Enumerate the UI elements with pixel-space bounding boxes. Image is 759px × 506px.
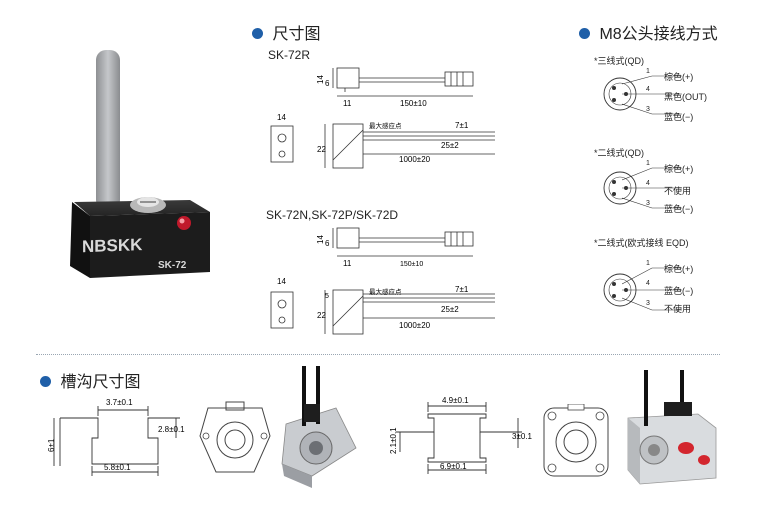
sensor-body-front [70,202,90,278]
slot1-bottom: 5.8±0.1 [104,463,131,472]
slot1-profile: 3.7±0.1 6±1 2.8±0.1 5.8±0.1 [47,398,185,476]
slot2-profile: 4.9±0.1 2.1±0.1 3±0.1 6.9±0.1 [389,396,533,474]
dim-22: 22 [317,311,326,320]
dim-14-side: 14 [277,277,286,286]
drawing-sk72n: 14 6 11 150±10 14 5 最大感应点 7±1 25±2 22 10… [270,227,495,335]
brand-label: NBSKK [82,235,143,256]
dim-14: 14 [316,75,325,84]
heading-bullet [252,28,263,39]
slot1-section [199,401,271,473]
slot1-top: 3.7±0.1 [106,398,133,407]
wiring-three-wire-qd: *三线式(QD) 1 棕色(+) 4 黑色(OUT) 3 蓝色(−) [594,54,744,130]
wiring-title: *二线式(QD) [594,148,644,158]
pin-label: 棕色(+) [664,72,694,82]
dim-22: 22 [317,145,326,154]
dim-14: 14 [316,235,325,244]
dim-5: 5 [325,293,329,300]
heading-bullet [40,376,51,387]
pin-label: 棕色(+) [664,164,694,174]
heading-slot-size: 槽沟尺寸图 [40,368,140,392]
pin-num: 4 [646,180,650,187]
pin-label: 蓝色(−) [664,204,694,214]
pin-num: 4 [646,86,650,93]
pin-num: 1 [646,260,650,267]
pin-label: 黑色(OUT) [664,92,707,102]
led-indicator [177,216,191,230]
heading-slot-size-text: 槽沟尺寸图 [60,374,141,391]
heading-m8-wiring: M8公头接线方式 [579,20,718,44]
slot2-cylinder-photo [627,370,717,485]
pin-num: 3 [646,200,650,207]
slot2-height: 2.1±0.1 [389,427,398,454]
heading-bullet [579,28,590,39]
dim-7: 7±1 [455,121,469,130]
dim-150: 150±10 [400,261,423,268]
product-photo: NBSKK SK-72 [70,50,210,278]
pin-num: 1 [646,68,650,75]
wiring-title: *三线式(QD) [594,56,644,66]
pin-label: 蓝色(−) [664,112,694,122]
section-divider [36,354,720,355]
pin-num: 4 [646,280,650,287]
dim-14-side: 14 [277,113,286,122]
dim-6: 6 [325,239,330,248]
dim-max-sense: 最大感应点 [369,121,402,130]
pin-label: 不使用 [664,186,692,196]
pin-num: 1 [646,160,650,167]
slot2-top: 4.9±0.1 [442,396,469,405]
slot2-bottom: 6.9±0.1 [440,462,467,471]
heading-size-chart-text: 尺寸图 [272,26,321,43]
wiring-two-wire-qd: *二线式(QD) 1 棕色(+) 4 不使用 3 蓝色(−) [594,146,744,222]
dim-1000: 1000±20 [399,321,431,330]
pin-label: 蓝色(−) [664,286,694,296]
dim-25: 25±2 [441,141,459,150]
pin-label: 棕色(+) [664,264,694,274]
heading-m8-wiring-text: M8公头接线方式 [599,26,718,43]
pin-label: 不使用 [664,304,692,314]
sensor-cable [96,50,120,210]
model-label: SK-72 [158,260,187,271]
dim-1000: 1000±20 [399,155,431,164]
drawing-sk72r: 14 6 11 150±10 14 最大感应点 7±1 25±2 22 1000… [270,67,495,169]
dim-6: 6 [325,79,330,88]
heading-size-chart: 尺寸图 [252,20,320,44]
dim-11: 11 [343,99,352,108]
wiring-title: *二线式(欧式接线 EQD) [594,238,689,248]
dim-150: 150±10 [400,99,427,108]
dim-11: 11 [343,259,352,268]
model-label-sk72r: SK-72R [268,48,311,62]
pin-num: 3 [646,300,650,307]
dim-7: 7±1 [455,285,469,294]
slot2-depth: 3±0.1 [512,432,533,441]
model-label-sk72n: SK-72N,SK-72P/SK-72D [266,208,399,222]
pin-num: 3 [646,106,650,113]
wiring-two-wire-eqd: *二线式(欧式接线 EQD) 1 棕色(+) 4 蓝色(−) 3 不使用 [594,236,744,316]
slot1-cylinder-photo [281,366,357,488]
slot1-depth: 2.8±0.1 [158,425,185,434]
dim-25: 25±2 [441,305,459,314]
slot1-height: 6±1 [47,438,56,452]
slot2-section [543,404,609,477]
dim-max-sense: 最大感应点 [369,287,402,296]
